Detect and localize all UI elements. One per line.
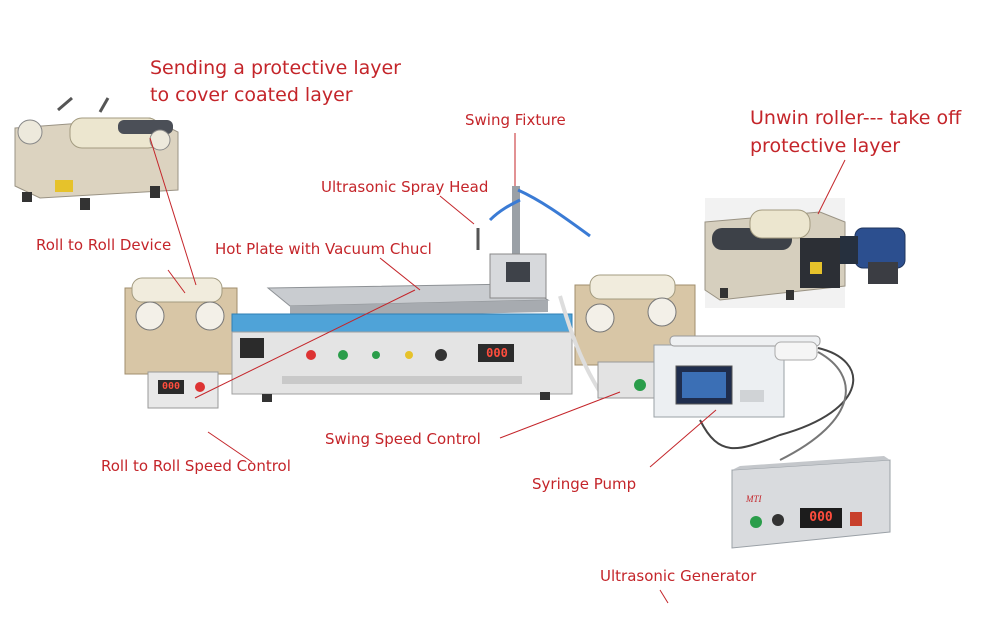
svg-text:MTI: MTI <box>745 494 763 504</box>
generator-readout: 000 <box>809 510 833 525</box>
protective-layer-label-line2: to cover coated layer <box>150 84 353 106</box>
unwind-roller-photo <box>704 198 906 308</box>
roll-to-roll-speed-control-label: Roll to Roll Speed Control <box>101 457 291 475</box>
unwin-roller-label-line2: protective layer <box>750 135 901 157</box>
swing-fixture-label: Swing Fixture <box>465 111 566 129</box>
ultrasonic-spray-head-label: Ultrasonic Spray Head <box>321 178 489 196</box>
ultrasonic-generator-label: Ultrasonic Generator <box>600 567 757 585</box>
swing-speed-control-label: Swing Speed Control <box>325 430 481 448</box>
roll-to-roll-device-label: Roll to Roll Device <box>36 236 172 254</box>
main-coater-machine <box>124 186 696 409</box>
syringe-pump-photo <box>653 335 855 461</box>
controller-readout: 000 <box>486 346 508 360</box>
ultrasonic-generator-photo: MTI <box>731 456 891 549</box>
syringe-pump-label: Syringe Pump <box>532 475 637 493</box>
hot-plate-label: Hot Plate with Vacuum Chucl <box>215 240 432 258</box>
unwin-roller-label-line1: Unwin roller--- take off <box>750 107 962 129</box>
roller-readout: 000 <box>161 381 181 392</box>
leader-lines <box>149 133 846 604</box>
protective-layer-roller-photo <box>14 96 179 210</box>
protective-layer-label-line1: Sending a protective layer <box>150 57 401 79</box>
